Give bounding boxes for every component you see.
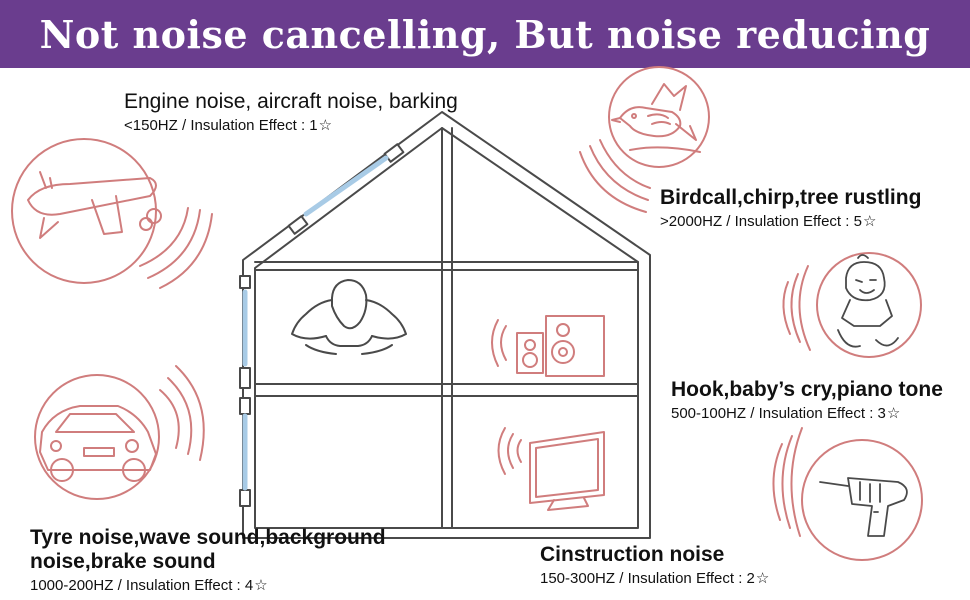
engine-noise-label: Engine noise, aircraft noise, barking <1… <box>124 90 554 136</box>
construction-noise-effect: Insulation Effect : 2 <box>627 570 755 587</box>
hook-frequency: 500-100HZ <box>671 405 747 422</box>
birdcall-label: Birdcall,chirp,tree rustling >2000HZ / I… <box>660 186 960 232</box>
construction-noise-label: Cinstruction noise 150-300HZ / Insulatio… <box>540 543 840 589</box>
birdcall-frequency: >2000HZ <box>660 213 723 230</box>
tyre-noise-heading: Tyre noise,wave sound,background noise,b… <box>30 526 386 573</box>
bird-icon <box>579 66 710 213</box>
airplane-icon <box>11 138 213 289</box>
tyre-noise-label: Tyre noise,wave sound,background noise,b… <box>30 526 425 596</box>
construction-noise-details: 150-300HZ / Insulation Effect : 2☆ <box>540 569 840 589</box>
tyre-noise-details: 1000-200HZ / Insulation Effect : 4☆ <box>30 576 425 596</box>
separator: / <box>726 213 731 230</box>
tyre-noise-effect: Insulation Effect : 4 <box>125 577 254 594</box>
star-icon: ☆ <box>886 405 901 422</box>
birdcall-details: >2000HZ / Insulation Effect : 5☆ <box>660 212 960 232</box>
page-title: Not noise cancelling, But noise reducing <box>39 11 931 57</box>
engine-noise-frequency: <150HZ <box>124 117 178 134</box>
hook-heading: Hook,baby’s cry,piano tone <box>671 378 943 401</box>
separator: / <box>750 405 755 422</box>
construction-noise-heading: Cinstruction noise <box>540 543 725 566</box>
hook-label: Hook,baby’s cry,piano tone 500-100HZ / I… <box>671 378 966 424</box>
star-icon: ☆ <box>318 117 333 134</box>
star-icon: ☆ <box>755 570 770 587</box>
house-diagram <box>239 111 651 539</box>
baby-icon <box>782 252 922 358</box>
car-icon <box>34 365 205 500</box>
tyre-noise-frequency: 1000-200HZ <box>30 577 114 594</box>
birdcall-effect: Insulation Effect : 5 <box>734 213 862 230</box>
separator: / <box>117 577 122 594</box>
speakers-icon <box>491 315 605 377</box>
hook-details: 500-100HZ / Insulation Effect : 3☆ <box>671 404 966 424</box>
title-banner: Not noise cancelling, But noise reducing <box>0 0 970 68</box>
construction-noise-frequency: 150-300HZ <box>540 570 616 587</box>
star-icon: ☆ <box>254 577 268 594</box>
engine-noise-details: <150HZ / Insulation Effect : 1☆ <box>124 116 554 136</box>
television-icon <box>497 427 605 511</box>
engine-noise-effect: Insulation Effect : 1 <box>190 117 318 134</box>
separator: / <box>181 117 187 134</box>
window-panes <box>242 155 389 491</box>
drill-icon <box>772 427 923 561</box>
engine-noise-heading: Engine noise, aircraft noise, barking <box>124 90 458 113</box>
person-covering-ears-icon <box>291 279 407 355</box>
birdcall-heading: Birdcall,chirp,tree rustling <box>660 186 922 209</box>
hook-effect: Insulation Effect : 3 <box>758 405 886 422</box>
star-icon: ☆ <box>862 213 877 230</box>
separator: / <box>619 570 624 587</box>
